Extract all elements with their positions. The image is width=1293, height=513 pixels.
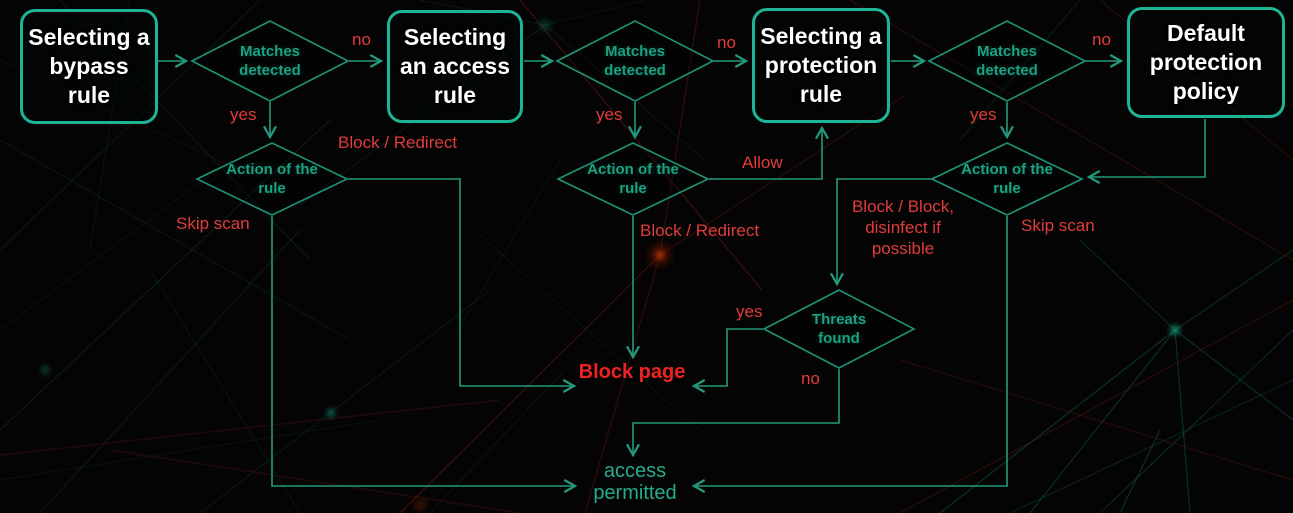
decision-label-threats-found: Threats found [811,311,867,347]
node-selecting-bypass-rule: Selecting a bypass rule [20,9,158,124]
edge-label-yes-1: yes [230,105,257,124]
edge-label-threats-yes: yes [736,302,763,321]
edge-action2-allow [709,125,829,180]
decision-matches-2 [555,20,715,102]
edge-label-skip-scan-3: Skip scan [1021,216,1095,235]
edge-label-skip-scan-1: Skip scan [176,214,250,233]
edge-default-to-action3 [1086,119,1206,184]
edge-action3-block-disinfect [830,178,931,287]
decision-label-action-of-rule-2: Action of the rule [587,161,679,197]
decision-label-matches-detected-1: Matches detected [239,43,301,79]
edge-label-block-redirect-2: Block / Redirect [640,221,760,240]
terminal-block-page: Block page [578,361,686,383]
edge-action3-skip-scan [691,216,1008,493]
decision-matches-3 [927,20,1087,102]
edge-label-no-2: no [717,33,736,52]
decision-threats-found [762,289,916,369]
edge-threats-yes [691,328,763,393]
decision-matches-1 [190,20,350,102]
edge-label-threats-no: no [801,369,820,388]
decision-action-3 [930,142,1084,216]
decision-label-action-of-rule-1: Action of the rule [226,161,318,197]
node-default-protection-policy: Default protection policy [1127,7,1285,118]
edge-label-yes-3: yes [970,105,997,124]
decision-label-matches-detected-2: Matches detected [604,43,666,79]
decision-label-matches-detected-3: Matches detected [976,43,1038,79]
edge-label-allow: Allow [742,153,783,172]
edge-label-block-disinfect: Block / Block, disinfect if possible [851,197,955,258]
node-selecting-access-rule: Selecting an access rule [387,10,523,123]
terminal-access-permitted: access permitted [593,460,677,504]
edge-label-no-1: no [352,30,371,49]
edge-action1-skip-scan [271,216,578,493]
decision-label-action-of-rule-3: Action of the rule [961,161,1053,197]
edge-label-yes-2: yes [596,105,623,124]
decision-action-2 [556,142,710,216]
node-selecting-protection-rule: Selecting a protection rule [752,8,890,123]
edge-action1-block-redirect [348,178,577,393]
decision-action-1 [195,142,349,216]
edge-label-block-redirect-1: Block / Redirect [338,133,458,152]
edge-label-no-3: no [1092,30,1111,49]
edge-threats-no [626,369,840,458]
